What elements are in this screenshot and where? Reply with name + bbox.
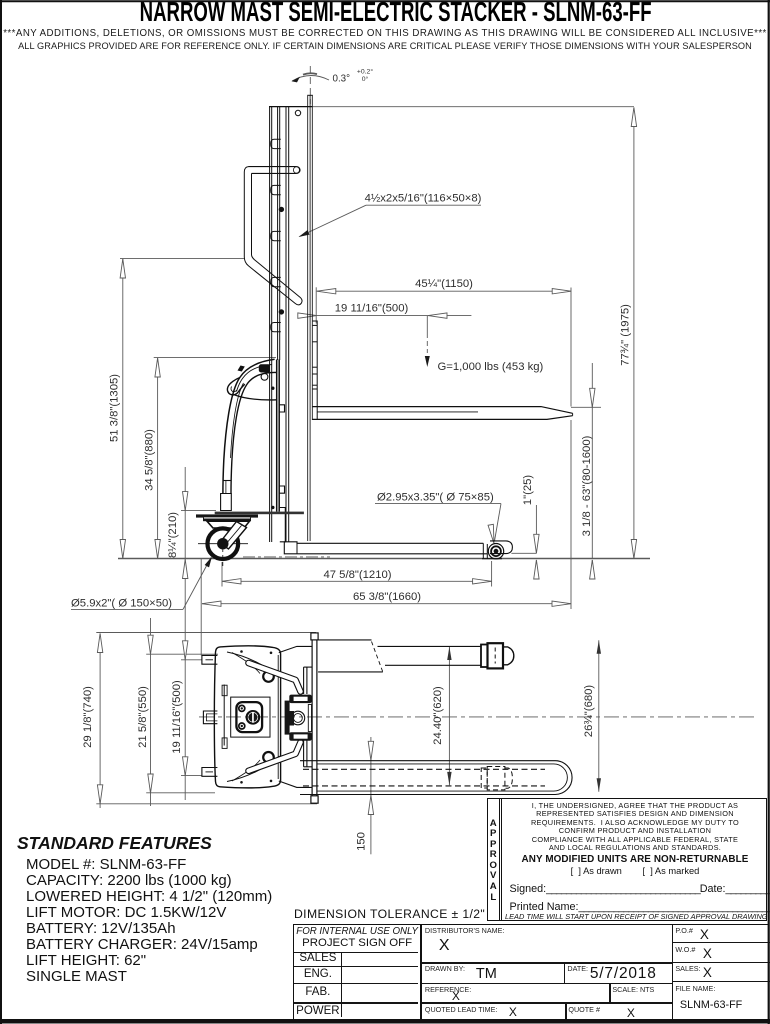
- svg-text:+0.2°: +0.2°: [357, 68, 373, 76]
- svg-text:45¼"(1150): 45¼"(1150): [415, 278, 473, 290]
- svg-text:21 5/8"(550): 21 5/8"(550): [137, 686, 149, 748]
- svg-text:Ø2.95x3.35"( Ø 75×85): Ø2.95x3.35"( Ø 75×85): [377, 492, 494, 504]
- svg-text:4½x2x5/16"(116×50×8): 4½x2x5/16"(116×50×8): [365, 193, 482, 205]
- svg-text:77¾" (1975): 77¾" (1975): [620, 304, 632, 366]
- svg-text:51 3/8"(1305): 51 3/8"(1305): [109, 374, 121, 442]
- svg-text:150: 150: [356, 832, 368, 851]
- svg-text:24.40"(620): 24.40"(620): [432, 686, 444, 745]
- svg-text:47 5/8"(1210): 47 5/8"(1210): [323, 569, 391, 581]
- svg-text:1"(25): 1"(25): [522, 475, 534, 506]
- svg-text:3 1/8 - 63"(80-1600): 3 1/8 - 63"(80-1600): [581, 435, 593, 536]
- svg-text:Ø5.9x2"( Ø 150×50): Ø5.9x2"( Ø 150×50): [71, 598, 172, 610]
- svg-text:19 11/16"(500): 19 11/16"(500): [335, 303, 409, 315]
- svg-text:34 5/8"(880): 34 5/8"(880): [144, 429, 156, 491]
- svg-text:26¾"(680): 26¾"(680): [583, 685, 595, 738]
- svg-text:8¼"(210): 8¼"(210): [167, 512, 179, 558]
- svg-text:65 3/8"(1660): 65 3/8"(1660): [353, 591, 421, 603]
- svg-text:0.3°: 0.3°: [333, 74, 351, 85]
- svg-text:19 11/16"(500): 19 11/16"(500): [171, 680, 183, 754]
- svg-text:0°: 0°: [362, 75, 369, 83]
- svg-text:G=1,000 lbs (453 kg): G=1,000 lbs (453 kg): [438, 361, 544, 373]
- svg-text:29 1/8"(740): 29 1/8"(740): [82, 686, 94, 748]
